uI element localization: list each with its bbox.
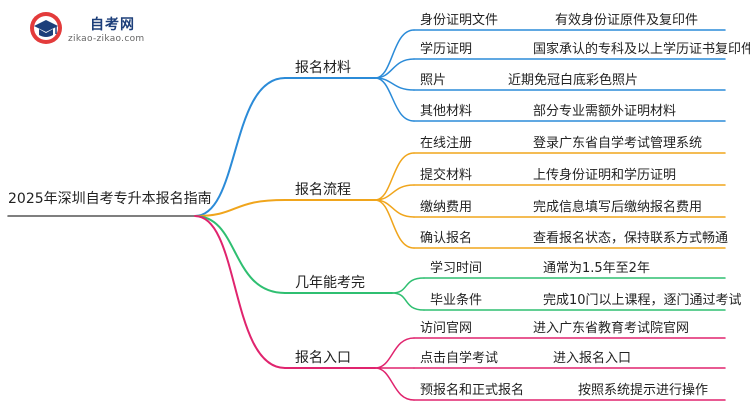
item-connector-1-0 (374, 152, 415, 201)
item-connector-0-1 (374, 58, 415, 79)
item-value-3-1: 进入报名入口 (553, 351, 632, 366)
branch-connector-1 (194, 199, 286, 217)
item-key-1-3: 确认报名 (420, 231, 473, 246)
item-connector-2-1 (391, 292, 425, 311)
item-value-2-1: 完成10门以上课程，逐门通过考试 (543, 293, 742, 308)
item-key-2-0: 学习时间 (430, 261, 483, 276)
item-key-3-1: 点击自学考试 (420, 351, 499, 366)
branch-label-1: 报名流程 (295, 182, 351, 198)
item-key-2-1: 毕业条件 (430, 293, 483, 308)
item-key-3-2: 预报名和正式报名 (420, 383, 525, 398)
item-value-3-0: 进入广东省教育考试院官网 (533, 321, 690, 336)
item-value-1-3: 查看报名状态，保持联系方式畅通 (533, 231, 729, 246)
item-key-1-0: 在线注册 (420, 136, 473, 151)
branch-connector-0 (194, 77, 286, 217)
branch-connector-3 (194, 215, 286, 369)
item-connector-0-0 (374, 29, 415, 79)
item-key-0-0: 身份证明文件 (420, 13, 499, 28)
branch-connector-2 (194, 215, 286, 294)
item-connector-1-3 (374, 199, 415, 249)
logo-url: zikao-zikao.com (68, 34, 145, 44)
item-connector-3-0 (374, 337, 415, 369)
item-value-0-0: 有效身份证原件及复印件 (555, 13, 699, 28)
item-value-3-2: 按照系统提示进行操作 (578, 383, 709, 398)
site-logo: 自考网 zikao-zikao.com (28, 8, 168, 50)
item-key-1-2: 缴纳费用 (420, 200, 473, 215)
item-value-0-2: 近期免冠白底彩色照片 (508, 73, 639, 88)
item-connector-2-0 (391, 277, 425, 294)
item-key-0-3: 其他材料 (420, 104, 473, 119)
item-key-1-1: 提交材料 (420, 168, 473, 183)
item-key-3-0: 访问官网 (420, 321, 473, 336)
branch-label-3: 报名入口 (295, 350, 351, 366)
item-connector-0-3 (374, 77, 415, 122)
logo-title: 自考网 (90, 17, 135, 33)
graduation-cap-icon (30, 12, 62, 44)
item-value-1-2: 完成信息填写后缴纳报名费用 (533, 200, 703, 215)
branch-label-2: 几年能考完 (295, 275, 365, 291)
item-value-0-1: 国家承认的专科及以上学历证书复印件 (533, 42, 750, 57)
item-key-0-2: 照片 (420, 73, 447, 88)
branch-label-0: 报名材料 (295, 60, 351, 76)
item-key-0-1: 学历证明 (420, 42, 473, 57)
item-value-1-1: 上传身份证明和学历证明 (533, 168, 677, 183)
item-value-2-0: 通常为1.5年至2年 (543, 261, 650, 276)
item-value-1-0: 登录广东省自学考试管理系统 (533, 136, 703, 151)
item-value-0-3: 部分专业需额外证明材料 (533, 104, 677, 119)
item-connector-3-2 (374, 367, 415, 401)
root-node: 2025年深圳自考专升本报名指南 (8, 191, 212, 207)
